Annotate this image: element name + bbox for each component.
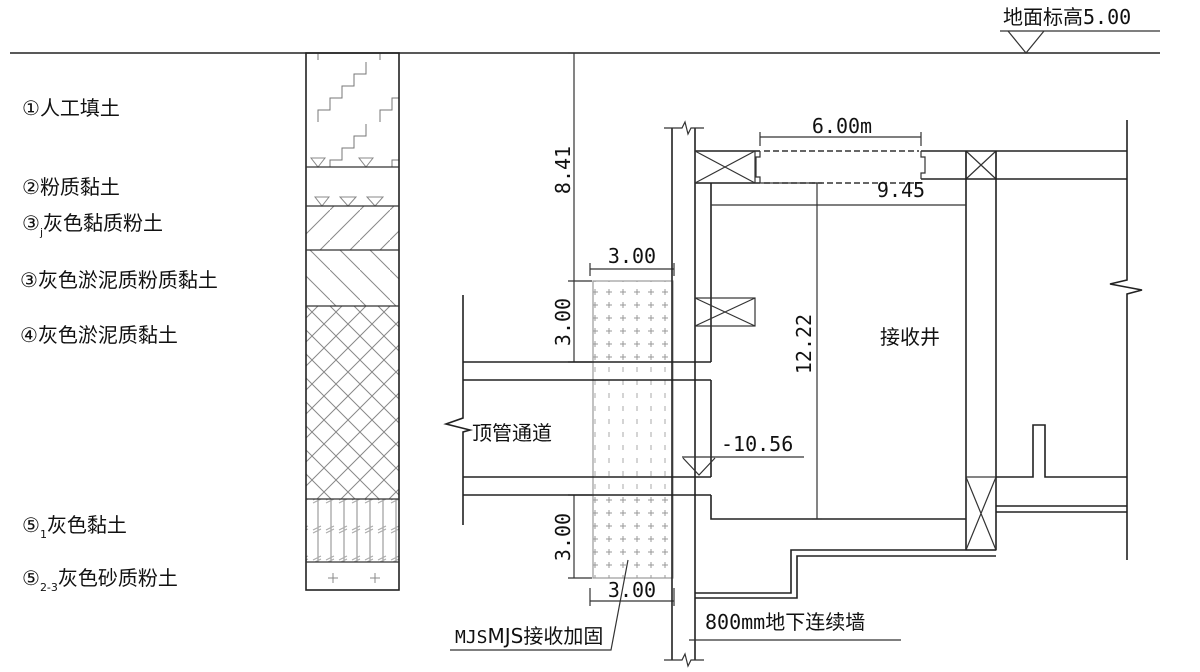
dim-shaft-height: 12.22 xyxy=(792,314,816,374)
dim-mjs-lower: 3.00 xyxy=(551,513,575,561)
mjs-reinforcement-zone xyxy=(592,280,674,579)
soil-label-5-1: ⑤1灰色黏土 xyxy=(22,513,127,541)
elevation-bottom-label: -10.56 xyxy=(721,432,793,456)
soil-label-1: ①人工填土 xyxy=(22,96,120,120)
dim-shaft-width: 9.45 xyxy=(877,178,925,202)
soil-label-2: ②粉质黏土 xyxy=(22,175,120,199)
soil-legend: ①人工填土 ②粉质黏土 ③j灰色黏质粉土 ③灰色淤泥质粉质黏土 ④灰色淤泥质黏土… xyxy=(20,96,218,594)
soil-label-3: ③灰色淤泥质粉质黏土 xyxy=(20,268,218,292)
elevation-marker-icon xyxy=(682,457,716,476)
receiving-shaft xyxy=(694,120,1143,599)
mjs-label: MJSMJS接收加固 xyxy=(455,624,603,648)
soil-label-5-2-3: ⑤2-3灰色砂质粉土 xyxy=(22,566,178,594)
pipe-tunnel-label: 顶管通道 xyxy=(472,421,552,445)
dim-depth-top: 8.41 xyxy=(551,146,575,194)
mjs-leader-line xyxy=(450,559,629,651)
dim-opening: 6.00m xyxy=(812,114,872,138)
soil-label-3j: ③j灰色黏质粉土 xyxy=(22,211,163,239)
wall-label: 800mm地下连续墙 xyxy=(705,610,865,634)
dim-mjs-upper: 3.00 xyxy=(551,298,575,346)
pipe-jacking-tunnel xyxy=(443,295,711,525)
ground-elevation-label: 地面标高5.00 xyxy=(1003,5,1131,29)
shaft-label: 接收井 xyxy=(880,325,940,349)
soil-label-4: ④灰色淤泥质黏土 xyxy=(20,323,178,347)
dim-mjs-width-bottom: 3.00 xyxy=(608,578,656,602)
depth-dimensions: 8.41 3.00 3.00 xyxy=(551,52,592,579)
elevation-marker-icon xyxy=(1007,30,1045,54)
diaphragm-wall xyxy=(664,120,704,668)
dim-mjs-width-top: 3.00 xyxy=(608,244,656,268)
soil-column xyxy=(305,52,400,591)
